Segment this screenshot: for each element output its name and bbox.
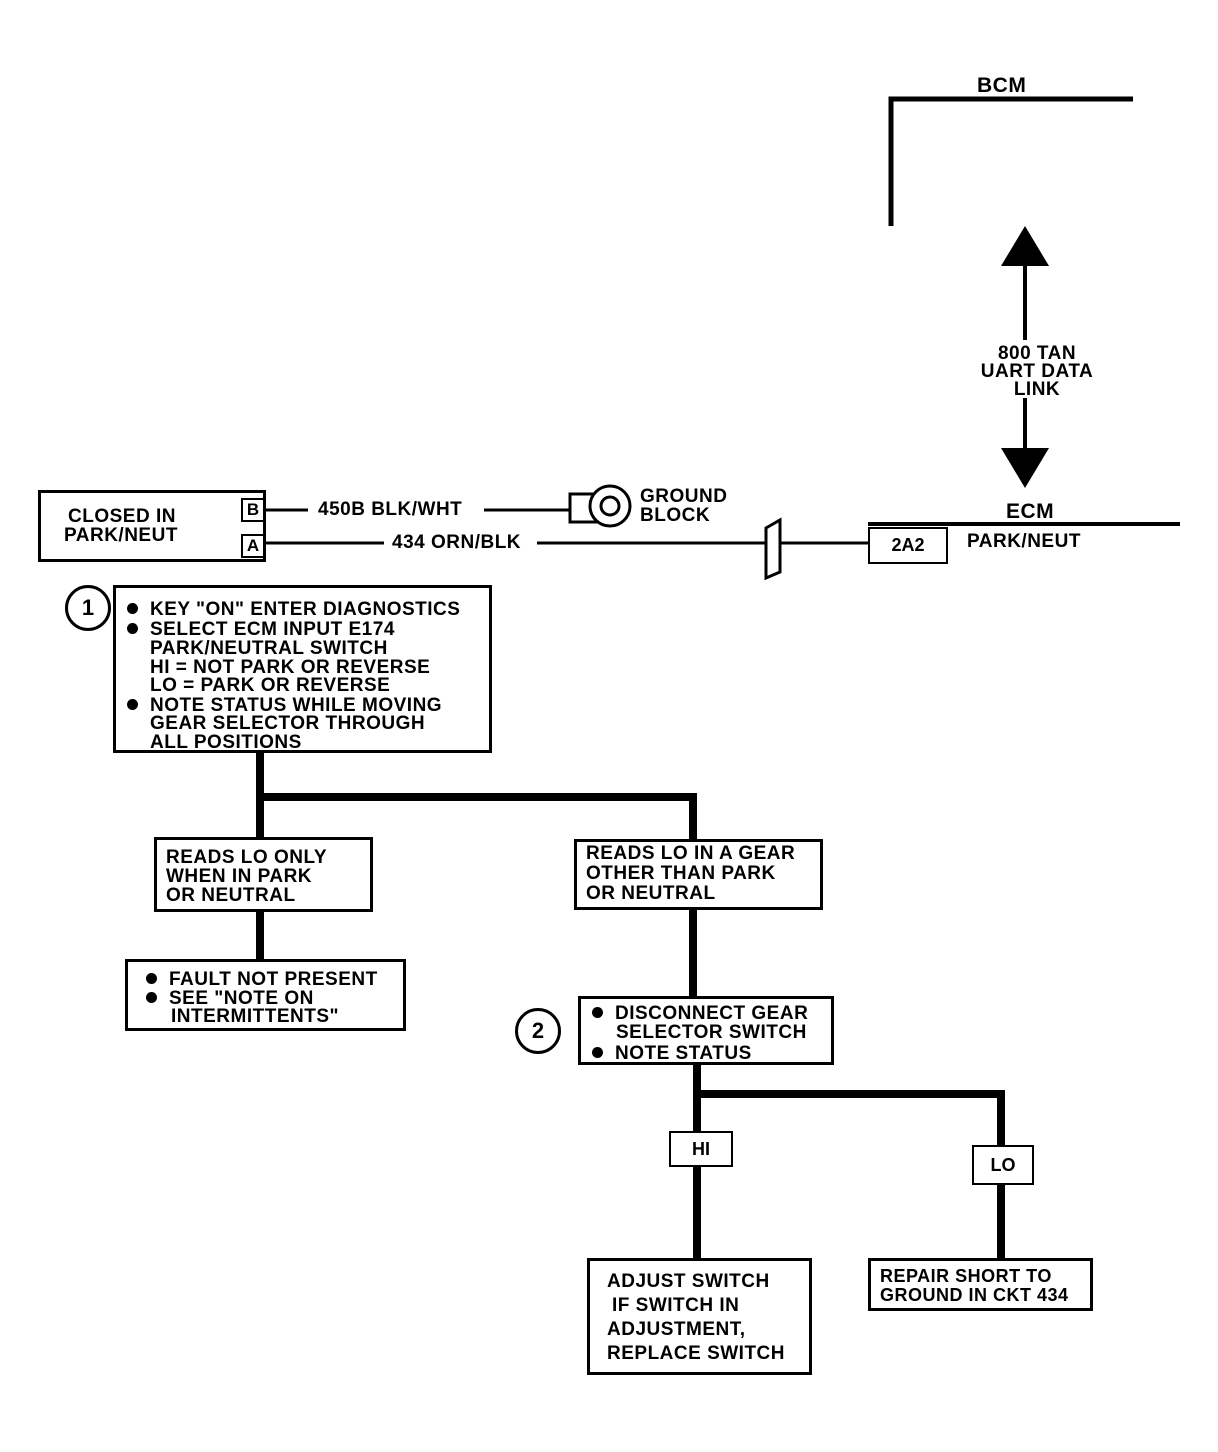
data-link-label: 800 TAN UART DATA LINK	[974, 343, 1100, 400]
step-1-box	[113, 585, 492, 753]
switch-label-line-1: CLOSED IN	[68, 506, 176, 527]
fault-line-2: SEE "NOTE ON	[146, 989, 314, 1008]
data-link-line-3: LINK	[1013, 379, 1061, 400]
ecm-terminal-box: 2A2	[868, 527, 948, 564]
ground-ring-inner	[599, 495, 621, 517]
step-2-marker: 2	[515, 1008, 561, 1054]
step-1-line-3: PARK/NEUTRAL SWITCH	[150, 638, 388, 659]
data-link-line-2: UART DATA	[980, 361, 1094, 382]
reads-lo-gear-line-2: OTHER THAN PARK	[586, 863, 776, 884]
ground-label-line-1: GROUND	[640, 486, 728, 507]
reads-lo-gear-line-3: OR NEUTRAL	[586, 883, 716, 904]
repair-short-box	[868, 1258, 1093, 1311]
step-2-line-3: NOTE STATUS	[592, 1044, 752, 1063]
reads-lo-gear-text: READS LO IN A GEAR OTHER THAN PARK OR NE…	[586, 844, 795, 904]
step-1-line-6: NOTE STATUS WHILE MOVING	[127, 696, 442, 715]
switch-pin-a: A	[241, 534, 265, 558]
bcm-housing-line	[888, 96, 1133, 226]
inline-connector	[764, 517, 782, 581]
adjust-line-3: ADJUSTMENT,	[607, 1319, 746, 1340]
switch-label-line-2: PARK/NEUT	[64, 525, 178, 546]
step-1-line-7: GEAR SELECTOR THROUGH	[150, 713, 426, 734]
reads-lo-only-line-3: OR NEUTRAL	[166, 885, 296, 906]
step-1-line-1: KEY "ON" ENTER DIAGNOSTICS	[127, 600, 460, 619]
reads-lo-gear-line-1: READS LO IN A GEAR	[586, 843, 796, 864]
wire-a-label: 434 ORN/BLK	[392, 532, 522, 553]
reads-lo-only-line-2: WHEN IN PARK	[166, 866, 313, 887]
result-hi-label: HI	[669, 1131, 733, 1167]
repair-line-1: REPAIR SHORT TO	[880, 1266, 1052, 1286]
step-1-line-2: SELECT ECM INPUT E174	[127, 620, 395, 639]
switch-label: CLOSED IN PARK/NEUT	[64, 507, 178, 545]
adjust-line-1: ADJUST SWITCH	[607, 1271, 770, 1292]
step-2-line-2: SELECTOR SWITCH	[616, 1022, 807, 1043]
park-neutral-switch	[38, 490, 266, 562]
step-2-box	[578, 996, 834, 1065]
step-1-marker: 1	[65, 585, 111, 631]
step-1-line-8: ALL POSITIONS	[150, 732, 302, 753]
wire-b-label: 450B BLK/WHT	[318, 499, 463, 520]
step-1-line-5: LO = PARK OR REVERSE	[150, 675, 391, 696]
reads-lo-only-text: READS LO ONLY WHEN IN PARK OR NEUTRAL	[166, 848, 327, 905]
bcm-label: BCM	[977, 74, 1027, 97]
reads-lo-only-line-1: READS LO ONLY	[166, 847, 327, 868]
adjust-switch-text: ADJUST SWITCH IF SWITCH IN ADJUSTMENT, R…	[607, 1270, 785, 1366]
step-1-line-4: HI = NOT PARK OR REVERSE	[150, 657, 431, 678]
repair-line-2: GROUND IN CKT 434	[880, 1285, 1069, 1305]
adjust-line-4: REPLACE SWITCH	[607, 1343, 785, 1364]
repair-short-text: REPAIR SHORT TO GROUND IN CKT 434	[880, 1267, 1069, 1305]
ground-label-line-2: BLOCK	[640, 505, 711, 526]
fault-not-present-box	[125, 959, 406, 1031]
fault-line-1: FAULT NOT PRESENT	[146, 970, 378, 989]
step-2-line-1: DISCONNECT GEAR	[592, 1004, 808, 1023]
adjust-switch-box	[587, 1258, 812, 1375]
switch-pin-b: B	[241, 498, 265, 522]
data-link-line-1: 800 TAN	[997, 343, 1077, 364]
ecm-terminal-function: PARK/NEUT	[967, 531, 1081, 552]
ground-block-label: GROUND BLOCK	[640, 487, 727, 525]
fault-line-3: INTERMITTENTS"	[171, 1006, 339, 1027]
result-lo-label: LO	[972, 1145, 1034, 1185]
reads-lo-gear-box	[574, 839, 823, 910]
reads-lo-only-box	[154, 837, 373, 912]
adjust-line-2: IF SWITCH IN	[612, 1295, 740, 1316]
ecm-terminal-label: 2A2	[891, 535, 925, 555]
ecm-label: ECM	[1006, 500, 1055, 523]
